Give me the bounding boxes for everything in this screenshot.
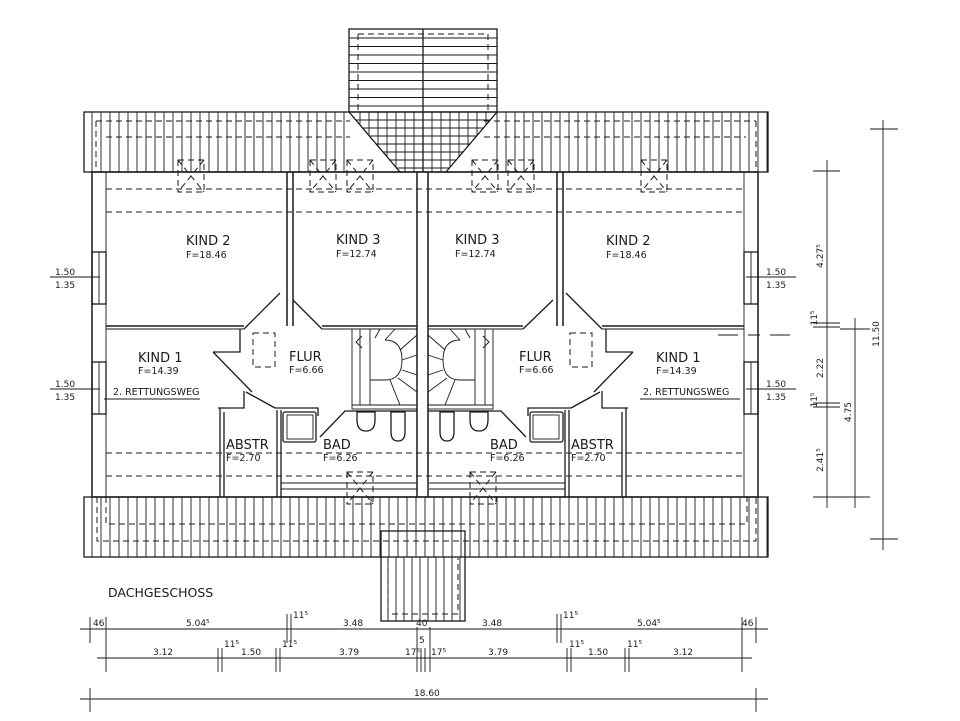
hdim-r2-3: 11⁵ [282,640,297,650]
skylight-icon [469,471,497,505]
hdim-r2-11: 11⁵ [627,640,642,650]
window-dim-bottom: 1.35 [766,393,786,403]
room-kind2-right-name: KIND 2 [606,234,651,249]
horizontal-dimensions: 46 5.04⁵ 11⁵ 3.48 40 3.48 11⁵ 5.04⁵ 46 3… [80,611,768,712]
hdim-r1-2: 11⁵ [293,611,308,621]
hdim-r2-9: 11⁵ [569,640,584,650]
vdim-total: 11.50 [872,321,882,347]
roof-bottom-band [83,496,769,558]
vdim-chain-4: 11⁵ [810,392,820,407]
escape-route-left: 2. RETTUNGSWEG [113,387,199,398]
room-kind2-left-name: KIND 2 [186,234,231,249]
exterior-walls [91,171,759,498]
staircase-left [351,328,418,410]
skylight-icon [471,159,499,193]
hdim-r1-4: 40 [416,619,428,629]
window-dim-bottom: 1.35 [766,281,786,291]
room-kind2-left-area: F=18.46 [186,250,227,261]
drawing-title: DACHGESCHOSS [108,585,213,600]
skylight-cross [469,471,497,505]
attic-hatch-left [252,332,276,368]
room-kind1-left-area: F=14.39 [138,366,179,377]
skylight-icon [346,471,374,505]
hdim-r1-5: 3.48 [482,619,502,629]
skylight-cross [640,159,668,193]
vdim-chain-2: 11⁵ [810,310,820,325]
room-kind3-left-area: F=12.74 [336,249,377,260]
roof-top-band [83,111,769,173]
bathroom-fixtures [282,411,564,443]
vdim-chain-3: 2.22 [816,358,826,378]
vdim-chain-5: 2.41⁵ [816,448,826,472]
room-abstr-left-area: F=2.70 [226,453,261,464]
escape-route-right: 2. RETTUNGSWEG [643,387,729,398]
hdim-r1-8: 46 [742,619,754,629]
room-kind1-left-name: KIND 1 [138,351,183,366]
skylight-cross [346,471,374,505]
window-dimensions: 1.50 1.35 1.50 1.35 1.50 1.35 1.50 1.35 [50,268,796,403]
hdim-r1-0: 46 [93,619,105,629]
window-dim-top: 1.50 [55,380,75,390]
room-kind2-right-area: F=18.46 [606,250,647,261]
skylight-icon [177,159,205,193]
hdim-r2-5: 17⁵ [405,648,420,658]
room-abstr-right-name: ABSTR [571,438,614,453]
attic-hatch-right [569,332,593,368]
hdim-r2-6: 5 [419,636,425,646]
entrance-canopy [380,530,466,622]
hdim-r1-7: 5.04⁵ [637,619,661,629]
window-dim-top: 1.50 [766,380,786,390]
skylight-icon [309,159,337,193]
hdim-r2-10: 1.50 [588,648,608,658]
room-flur-right-area: F=6.66 [519,365,554,376]
knee-wall-lines [106,188,744,477]
hdim-r1-3: 3.48 [343,619,363,629]
room-kind3-right-area: F=12.74 [455,249,496,260]
room-bad-right-name: BAD [490,438,518,453]
hdim-r2-7: 17⁵ [431,648,446,658]
staircase-right [427,328,494,410]
skylight-cross [507,159,535,193]
vertical-dimensions: 4.27⁵ 11⁵ 2.22 11⁵ 2.41⁵ 4.75 11.50 [810,120,898,550]
hdim-r2-2: 1.50 [241,648,261,658]
skylight-icon [640,159,668,193]
room-labels-right: KIND 3 F=12.74 KIND 2 F=18.46 FLUR F=6.6… [455,233,790,464]
skylight-cross [177,159,205,193]
skylights [177,159,668,505]
interior-walls [106,172,744,497]
hdim-r2-0: 3.12 [153,648,173,658]
hdim-r1-1: 5.04⁵ [186,619,210,629]
room-kind3-right-name: KIND 3 [455,233,500,248]
room-bad-right-area: F=6.26 [490,453,525,464]
window-dim-bottom: 1.35 [55,393,75,403]
room-abstr-right-area: F=2.70 [571,453,606,464]
window-dim-top: 1.50 [766,268,786,278]
room-bad-left-name: BAD [323,438,351,453]
room-bad-left-area: F=6.26 [323,453,358,464]
window-dim-bottom: 1.35 [55,281,75,291]
skylight-icon [346,159,374,193]
vdim-sub: 4.75 [844,402,854,422]
room-kind1-right-name: KIND 1 [656,351,701,366]
skylight-cross [471,159,499,193]
hdim-r2-4: 3.79 [339,648,359,658]
room-kind3-left-name: KIND 3 [336,233,381,248]
window-dim-top: 1.50 [55,268,75,278]
hdim-r2-12: 3.12 [673,648,693,658]
room-kind1-right-area: F=14.39 [656,366,697,377]
room-labels-left: KIND 2 F=18.46 KIND 3 F=12.74 KIND 1 F=1… [104,233,381,464]
skylight-cross [346,159,374,193]
dormer-top [348,28,498,173]
hdim-r2-8: 3.79 [488,648,508,658]
skylight-cross [309,159,337,193]
vdim-chain-1: 4.27⁵ [816,244,826,268]
hdim-r1-6: 11⁵ [563,611,578,621]
hdim-total: 18.60 [414,689,440,699]
room-flur-right-name: FLUR [519,350,552,365]
room-flur-left-name: FLUR [289,350,322,365]
skylight-icon [507,159,535,193]
room-abstr-left-name: ABSTR [226,438,269,453]
hdim-r2-1: 11⁵ [224,640,239,650]
room-flur-left-area: F=6.66 [289,365,324,376]
